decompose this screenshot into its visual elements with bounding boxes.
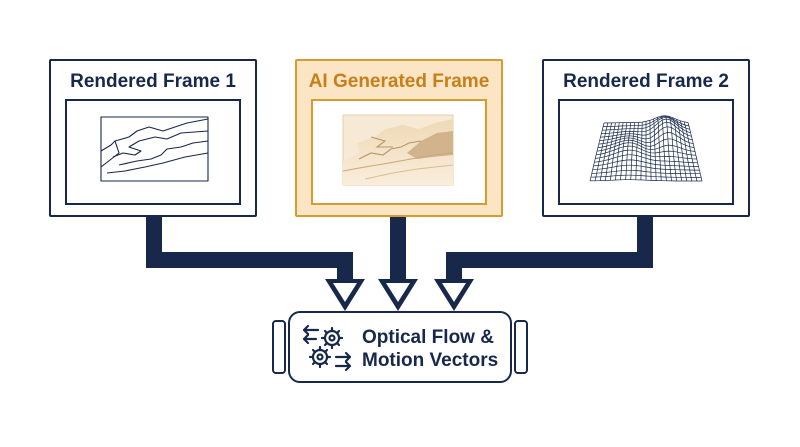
rendered-frame-1-card: Rendered Frame 1 (49, 59, 257, 217)
gears-with-arrows-icon (302, 324, 352, 372)
pipe-cap-right (514, 320, 528, 374)
process-label-line-1: Optical Flow & (362, 327, 494, 348)
frame-title: AI Generated Frame (308, 71, 490, 92)
frame-title: Rendered Frame 1 (70, 71, 236, 92)
optical-flow-node: Optical Flow & Motion Vectors (288, 311, 512, 383)
wireframe-terrain-image (589, 115, 703, 182)
pipe-frame1-horizontal (146, 252, 353, 268)
line-sketch-landscape-image (100, 116, 209, 182)
frame-thumbnail (558, 99, 734, 205)
pipe-cap-left (272, 320, 286, 374)
process-label: Optical Flow & Motion Vectors (362, 326, 498, 372)
ai-generated-frame-card: AI Generated Frame (295, 59, 503, 217)
frame-thumbnail (65, 99, 241, 205)
pipe-frame2-down (446, 252, 462, 280)
rendered-frame-2-card: Rendered Frame 2 (542, 59, 750, 217)
pipe-frame1-down (337, 252, 353, 280)
pipe-ai-vertical (390, 216, 406, 280)
frame-title: Rendered Frame 2 (563, 71, 729, 92)
pipe-frame2-horizontal (446, 252, 653, 268)
shaded-landscape-image (342, 114, 454, 186)
process-label-line-2: Motion Vectors (362, 350, 499, 371)
frame-thumbnail (311, 99, 487, 205)
